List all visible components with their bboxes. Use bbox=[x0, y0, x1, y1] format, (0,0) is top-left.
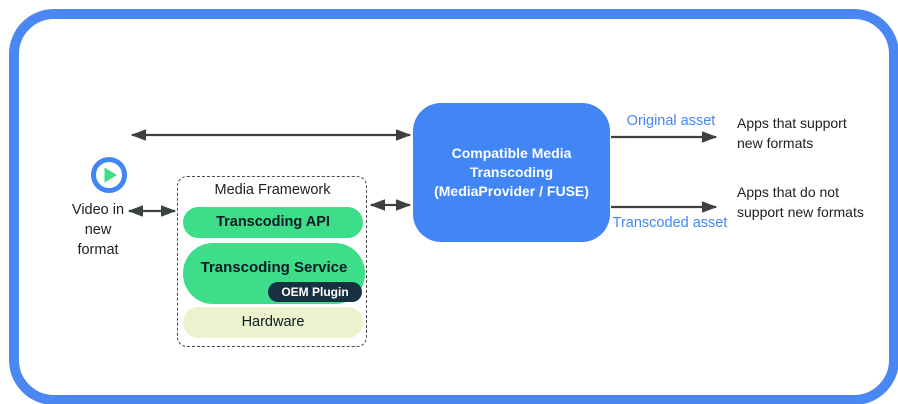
oem-plugin-pill: OEM Plugin bbox=[268, 282, 362, 302]
transcoding-service-label: Transcoding Service bbox=[200, 259, 348, 276]
apps-support-line2: new formats bbox=[737, 134, 814, 151]
outer-frame-border bbox=[9, 9, 898, 404]
play-icon bbox=[91, 157, 127, 193]
apps-no-support-line1: Apps that do not bbox=[737, 184, 839, 200]
transcoder-line1: Compatible Media bbox=[451, 145, 572, 161]
apps-support-line1: Apps that support bbox=[737, 115, 847, 131]
compatible-media-transcoding-box: Compatible Media Transcoding (MediaProvi… bbox=[413, 103, 610, 242]
apps-support-label: Apps that support new formats bbox=[737, 114, 892, 153]
apps-no-support-label: Apps that do not support new formats bbox=[737, 183, 892, 222]
transcoding-api-pill: Transcoding API bbox=[183, 207, 363, 238]
source-label-line1: Video in bbox=[71, 202, 125, 218]
source-label-line3: format bbox=[77, 242, 119, 258]
source-label-line2: new bbox=[84, 222, 112, 238]
hardware-pill: Hardware bbox=[183, 307, 363, 338]
original-asset-label: Original asset bbox=[626, 113, 716, 129]
transcoder-line3: (MediaProvider / FUSE) bbox=[434, 183, 589, 199]
transcoder-line2: Transcoding bbox=[469, 164, 554, 180]
transcoded-asset-label: Transcoded asset bbox=[612, 215, 728, 231]
transcoding-service-box: Transcoding Service OEM Plugin bbox=[183, 243, 365, 304]
media-framework-title: Media Framework bbox=[214, 182, 331, 198]
source-label: Video in new format bbox=[53, 200, 143, 260]
media-framework-box bbox=[177, 176, 367, 347]
apps-no-support-line2: support new formats bbox=[737, 203, 864, 220]
